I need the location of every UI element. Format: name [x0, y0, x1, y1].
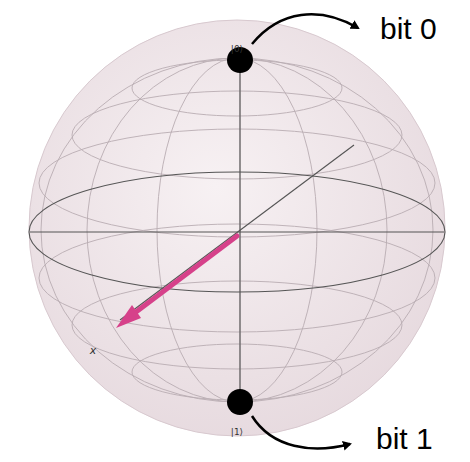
- ket-label: |1⟩: [231, 428, 243, 437]
- ket-label: |0⟩: [231, 45, 243, 54]
- state-dot-one: [227, 389, 253, 415]
- bit-label: bit 1: [376, 424, 433, 454]
- sphere: [29, 20, 445, 436]
- grid: [39, 58, 435, 402]
- axis-label: x: [90, 345, 97, 356]
- axes: [29, 60, 445, 400]
- leader-arrow: [252, 416, 350, 448]
- state-vector: [128, 236, 237, 318]
- leader-arrow: [252, 14, 358, 44]
- state-vector-head: [116, 305, 141, 328]
- bit-label: bit 0: [380, 14, 437, 44]
